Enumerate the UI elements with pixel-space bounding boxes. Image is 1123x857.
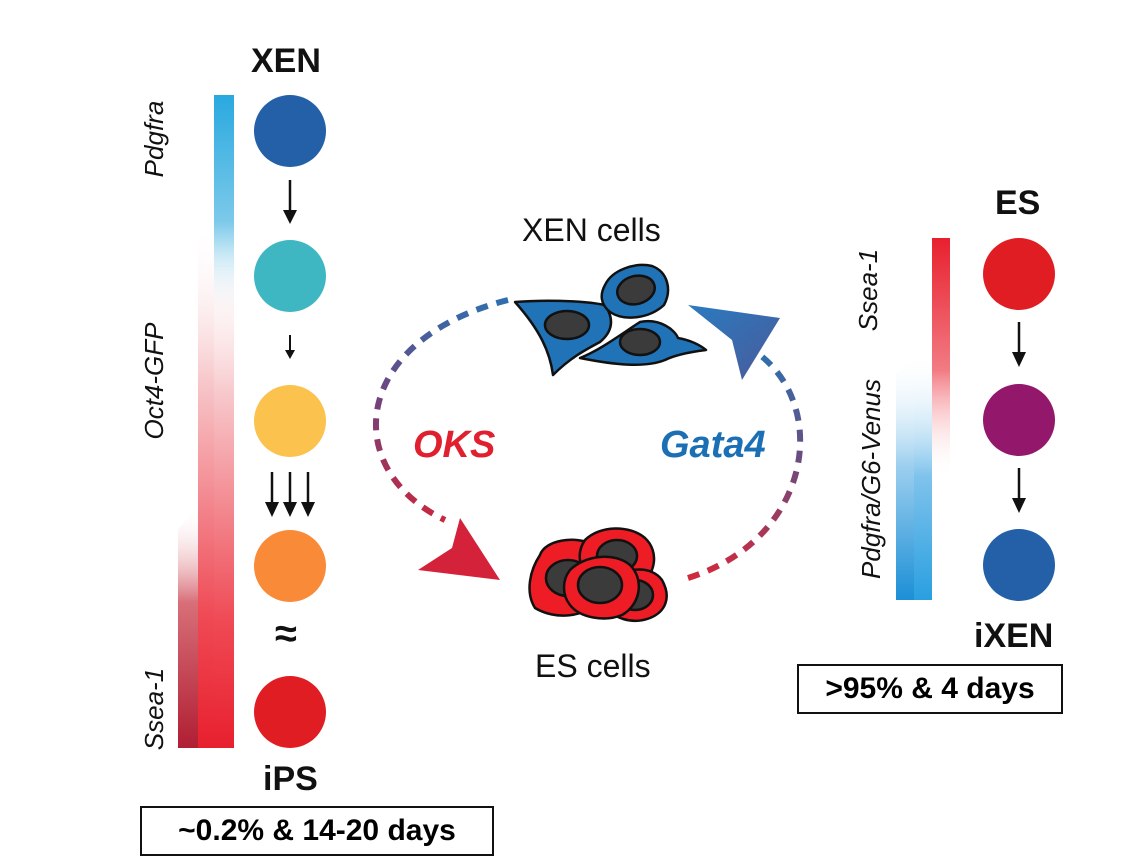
ssea1-bar-right xyxy=(932,238,950,478)
approx-symbol: ≈ xyxy=(275,612,297,656)
left-top-title: XEN xyxy=(251,42,321,80)
oct4-gfp-bar-left xyxy=(198,220,214,748)
oct4-gfp-bar-left-main xyxy=(214,240,234,748)
left-bottom-title: iPS xyxy=(263,760,318,798)
intermediate-cell-circle-2 xyxy=(254,385,326,457)
left-marker-bars xyxy=(178,95,234,748)
right-marker-bars xyxy=(896,238,950,600)
intermediate-cell-circle-1 xyxy=(254,240,326,312)
transition-cell-circle xyxy=(983,384,1055,456)
gata4-arc xyxy=(687,352,804,581)
reprogramming-cycle xyxy=(372,297,804,581)
right-arrows xyxy=(1012,322,1026,513)
oks-arrowhead-icon xyxy=(418,518,500,580)
es-cells-label: ES cells xyxy=(535,648,651,684)
right-marker-venus: Pdgfra/G6-Venus xyxy=(856,379,886,579)
triple-arrow-down-icon xyxy=(265,472,315,517)
arrow-down-icon xyxy=(1012,468,1026,513)
right-efficiency-box: >95% & 4 days xyxy=(797,664,1063,714)
oks-factor-label: OKS xyxy=(413,424,496,466)
arrow-down-icon xyxy=(283,180,297,224)
right-bottom-title: iXEN xyxy=(974,617,1054,655)
es-cells-illustration xyxy=(528,527,668,622)
es-cell-circle xyxy=(983,238,1055,310)
xen-cell-circle xyxy=(254,95,326,167)
ips-cell-circle xyxy=(254,676,326,748)
gata4-factor-label: Gata4 xyxy=(660,424,766,466)
venus-bar-right-main xyxy=(914,352,932,600)
arrow-down-small-icon xyxy=(285,335,295,359)
ssea1-bar-left xyxy=(178,505,198,748)
right-marker-ssea1: Ssea-1 xyxy=(853,248,883,332)
left-efficiency-box: ~0.2% & 14-20 days xyxy=(140,806,494,856)
intermediate-cell-circle-3 xyxy=(254,530,326,602)
venus-bar-right xyxy=(896,352,914,600)
left-marker-pdgfra: Pdgfra xyxy=(139,100,169,178)
xen-cells-illustration xyxy=(513,263,708,377)
left-marker-ssea1: Ssea-1 xyxy=(139,667,169,751)
xen-cells-label: XEN cells xyxy=(522,212,661,248)
arrow-down-icon xyxy=(1012,322,1026,367)
left-marker-oct4gfp: Oct4-GFP xyxy=(139,322,169,440)
right-top-title: ES xyxy=(995,184,1041,222)
oks-arc xyxy=(372,297,509,523)
ixen-cell-circle xyxy=(983,529,1055,601)
left-arrows xyxy=(265,180,315,517)
gata4-arrowhead-icon xyxy=(688,305,780,380)
